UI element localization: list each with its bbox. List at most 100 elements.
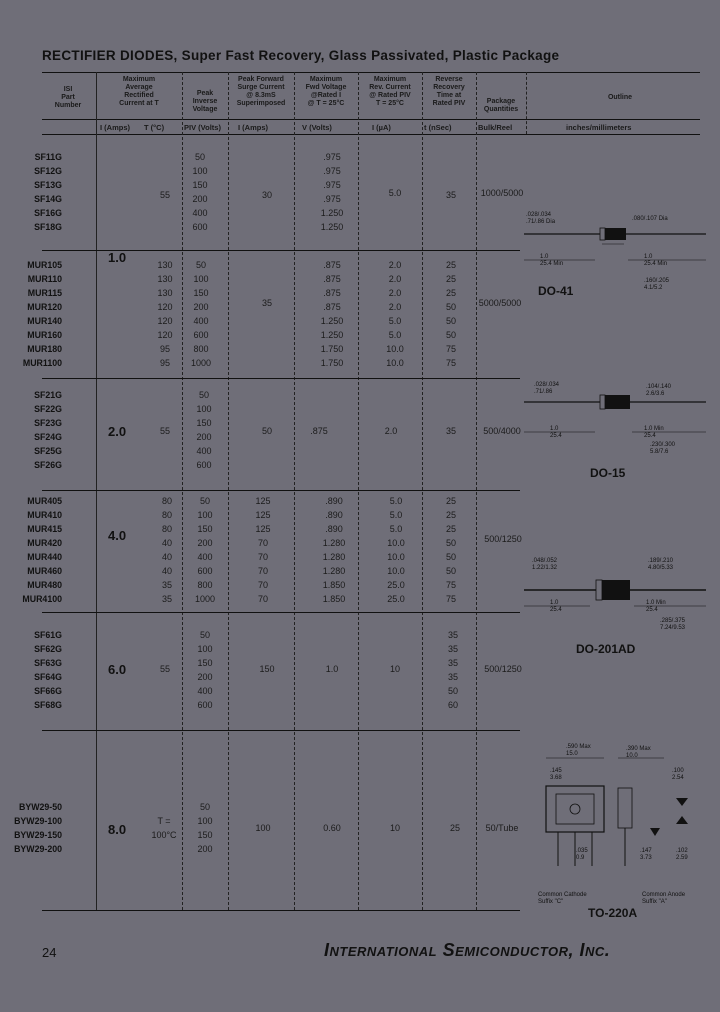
do15-lead-dia: .028/.034.71/.86 [534, 382, 560, 395]
do41-body-dia: .080/.107 Dia [632, 216, 668, 222]
surge-value: 125 [255, 524, 271, 534]
unit-ifsm: I (Amps) [238, 123, 268, 132]
part-number: SF11G [34, 152, 62, 162]
vf-value: 1.0 [325, 664, 339, 674]
vf-value: .875 [323, 288, 341, 298]
col-rule [96, 72, 97, 910]
piv-value: 50 [199, 496, 210, 506]
tc-value: 55 [159, 190, 170, 200]
col-rule [358, 72, 359, 910]
ir-value: 10.0 [387, 552, 405, 562]
surge-value: 125 [255, 510, 271, 520]
package-qty: 1000/5000 [480, 188, 524, 198]
piv-value: 150 [197, 830, 213, 840]
col-rule [182, 72, 183, 910]
piv-value: 1000 [190, 358, 212, 368]
trr-value: 25 [445, 510, 456, 520]
vf-value: 1.750 [320, 344, 344, 354]
piv-value: 50 [199, 802, 210, 812]
piv-value: 800 [193, 344, 209, 354]
piv-value: 100 [192, 166, 208, 176]
piv-value: 400 [196, 446, 212, 456]
part-number: MUR105 [27, 260, 62, 270]
part-number: SF12G [34, 166, 62, 176]
to220-label: TO-220A [588, 906, 638, 920]
part-number: MUR480 [27, 580, 62, 590]
surge-value: 30 [261, 190, 272, 200]
header-outline: Outline [607, 94, 633, 101]
piv-value: 100 [197, 510, 213, 520]
part-number: BYW29-150 [14, 830, 62, 840]
surge-value: 50 [261, 426, 272, 436]
vf-value: .875 [323, 302, 341, 312]
header-mid-rule [42, 119, 700, 120]
vf-value: 1.280 [322, 552, 346, 562]
row-divider [42, 910, 520, 911]
vf-value: 1.250 [320, 330, 344, 340]
tc-value: 130 [157, 288, 173, 298]
tc-value: 130 [157, 274, 173, 284]
tc-value: 130 [157, 260, 173, 270]
col-rule [294, 72, 295, 910]
part-number: MUR160 [27, 330, 62, 340]
current-rating: 8.0 [108, 822, 127, 837]
piv-value: 100 [197, 816, 213, 826]
trr-value: 25 [445, 274, 456, 284]
part-number: BYW29-100 [14, 816, 62, 826]
trr-value: 25 [445, 260, 456, 270]
tc-value: 120 [157, 330, 173, 340]
trr-value: 25 [445, 524, 456, 534]
ir-value: 25.0 [387, 580, 405, 590]
tc-value: 95 [159, 358, 170, 368]
current-rating: 4.0 [108, 528, 127, 543]
piv-value: 600 [193, 330, 209, 340]
package-qty: 500/1250 [484, 664, 522, 674]
ir-value: 2.0 [388, 260, 402, 270]
surge-value: 70 [257, 594, 268, 604]
trr-value: 35 [447, 658, 458, 668]
unit-tc: T (°C) [144, 123, 165, 132]
tc-value: 95 [159, 344, 170, 354]
current-rating: 6.0 [108, 662, 127, 677]
tc-value: 80 [161, 524, 172, 534]
tc-value: 35 [161, 580, 172, 590]
do201-drawing [524, 579, 706, 607]
trr-value: 35 [447, 630, 458, 640]
piv-value: 800 [197, 580, 213, 590]
tc-value: 35 [161, 594, 172, 604]
part-number: MUR120 [27, 302, 62, 312]
trr-value: 25 [445, 288, 456, 298]
part-number: MUR460 [27, 566, 62, 576]
trr-value: 25 [449, 823, 460, 833]
vf-value: 1.850 [322, 594, 346, 604]
ir-value: 10.0 [386, 344, 404, 354]
row-divider [42, 730, 520, 731]
piv-value: 600 [192, 222, 208, 232]
ir-value: 25.0 [387, 594, 405, 604]
piv-value: 50 [195, 260, 206, 270]
vf-value: .890 [325, 510, 343, 520]
tc-value: 40 [161, 566, 172, 576]
do41-lead-dia: .028/.034.71/.86 Dia [526, 212, 556, 225]
part-number: MUR180 [27, 344, 62, 354]
trr-value: 50 [445, 566, 456, 576]
vf-value: 1.280 [322, 566, 346, 576]
piv-value: 200 [193, 302, 209, 312]
part-number: SF64G [34, 672, 62, 682]
row-divider [42, 490, 520, 491]
piv-value: 600 [197, 700, 213, 710]
